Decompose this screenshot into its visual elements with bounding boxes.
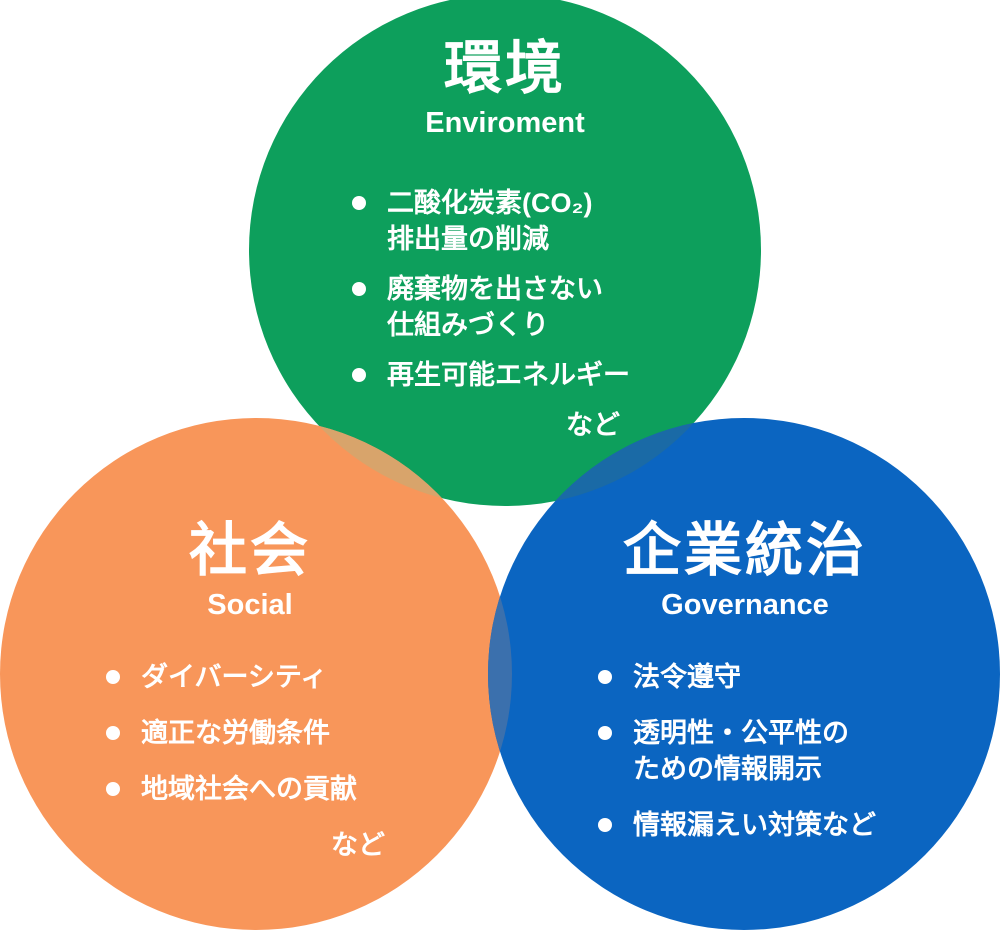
list-item: 再生可能エネルギー xyxy=(352,357,680,393)
item-line: 適正な労働条件 xyxy=(141,717,330,748)
social-list: ダイバーシティ 適正な労働条件 地域社会への貢献 xyxy=(106,659,420,807)
item-line: 二酸化炭素(CO₂) xyxy=(387,187,593,218)
environment-title-en: Enviroment xyxy=(425,106,585,139)
environment-circle xyxy=(249,0,761,506)
item-lines: 情報漏えい対策など xyxy=(633,807,876,843)
item-line: 地域社会への貢献 xyxy=(141,773,357,804)
item-line: 再生可能エネルギー xyxy=(387,359,630,390)
environment-section: 環境 Enviroment 二酸化炭素(CO₂) 排出量の削減 廃棄物を出さない… xyxy=(330,36,680,443)
list-item: 情報漏えい対策など xyxy=(598,807,912,843)
list-item: 透明性・公平性の ための情報開示 xyxy=(598,715,912,787)
governance-title-en: Governance xyxy=(661,588,829,621)
governance-section: 企業統治 Governance 法令遵守 透明性・公平性の ための情報開示 情報… xyxy=(578,518,912,863)
governance-circle xyxy=(488,418,1000,930)
social-title-en: Social xyxy=(207,588,293,621)
item-lines: 適正な労働条件 xyxy=(141,715,330,751)
environment-title-ja: 環境 xyxy=(443,36,566,101)
social-title-ja: 社会 xyxy=(188,518,311,583)
item-line: 廃棄物を出さない xyxy=(387,273,603,304)
social-circle xyxy=(0,418,512,930)
list-item: 適正な労働条件 xyxy=(106,715,420,751)
environment-list: 二酸化炭素(CO₂) 排出量の削減 廃棄物を出さない 仕組みづくり 再生可能エネ… xyxy=(352,185,680,393)
item-lines: 廃棄物を出さない 仕組みづくり xyxy=(387,271,603,343)
item-lines: 地域社会への貢献 xyxy=(141,771,357,807)
etc-label: など xyxy=(566,409,620,440)
item-line: 透明性・公平性の xyxy=(633,717,849,748)
item-lines: 再生可能エネルギー xyxy=(387,357,630,393)
bullet-icon xyxy=(106,781,120,796)
item-lines: 二酸化炭素(CO₂) 排出量の削減 xyxy=(387,185,592,257)
bullet-icon xyxy=(598,669,612,684)
item-line: 排出量の削減 xyxy=(387,223,549,254)
bullet-icon xyxy=(352,367,366,382)
bullet-icon xyxy=(352,281,366,296)
item-line: 情報漏えい対策など xyxy=(633,809,876,840)
social-section: 社会 Social ダイバーシティ 適正な労働条件 地域社会への貢献 xyxy=(80,518,420,863)
item-line: ダイバーシティ xyxy=(141,661,328,692)
bullet-icon xyxy=(598,817,612,832)
item-lines: 透明性・公平性の ための情報開示 xyxy=(633,715,849,787)
item-line: 仕組みづくり xyxy=(387,309,549,340)
item-line: ための情報開示 xyxy=(633,753,822,784)
list-item: ダイバーシティ xyxy=(106,659,420,695)
governance-list: 法令遵守 透明性・公平性の ための情報開示 情報漏えい対策など xyxy=(598,659,912,843)
list-item: 廃棄物を出さない 仕組みづくり xyxy=(352,271,680,343)
item-line: 法令遵守 xyxy=(633,661,741,692)
bullet-icon xyxy=(106,725,120,740)
item-lines: ダイバーシティ xyxy=(141,659,327,695)
bullet-icon xyxy=(352,195,366,210)
bullet-icon xyxy=(598,725,612,740)
list-item: 地域社会への貢献 xyxy=(106,771,420,807)
bullet-icon xyxy=(106,669,120,684)
governance-title-ja: 企業統治 xyxy=(622,518,867,583)
list-item: 二酸化炭素(CO₂) 排出量の削減 xyxy=(352,185,680,257)
list-item: 法令遵守 xyxy=(598,659,912,695)
item-lines: 法令遵守 xyxy=(633,659,741,695)
etc-label: など xyxy=(331,829,385,860)
